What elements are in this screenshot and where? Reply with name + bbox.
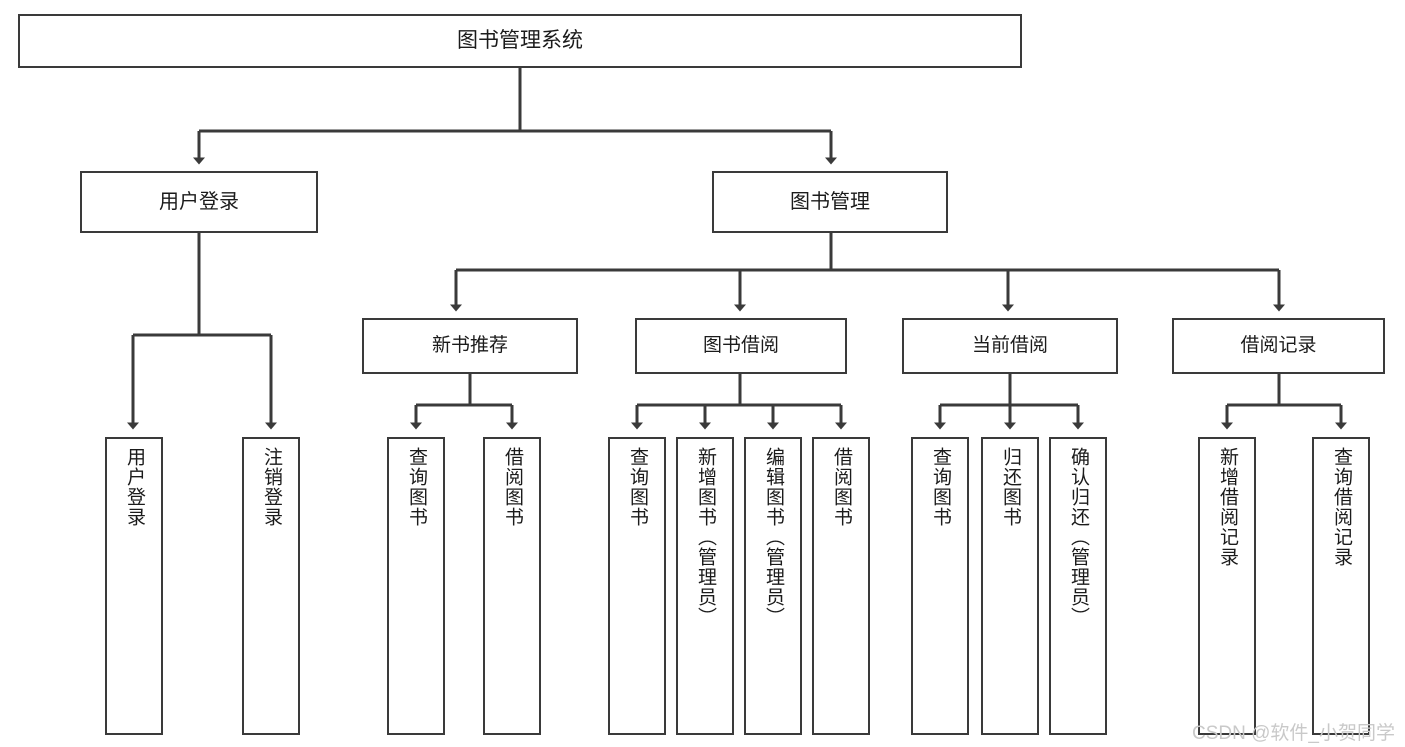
node-label: 借阅记录 [1240, 335, 1317, 357]
leaf-borrow-book-2[interactable]: 借阅图书 [812, 437, 870, 735]
node-label: 借阅图书 [501, 447, 523, 527]
node-label: 用户登录 [123, 447, 145, 527]
leaf-edit-book-admin[interactable]: 编辑图书（管理员） [744, 437, 802, 735]
leaf-add-borrow-record[interactable]: 新增借阅记录 [1198, 437, 1256, 735]
leaf-borrow-book-1[interactable]: 借阅图书 [483, 437, 541, 735]
node-label: 编辑图书（管理员） [762, 447, 784, 627]
node-book-management[interactable]: 图书管理 [712, 171, 948, 233]
node-root-system[interactable]: 图书管理系统 [18, 14, 1022, 68]
node-label: 归还图书 [999, 447, 1021, 527]
node-label: 用户登录 [159, 190, 239, 213]
node-label: 确认归还（管理员） [1067, 447, 1089, 627]
node-label: 新书推荐 [431, 335, 508, 357]
leaf-query-book-2[interactable]: 查询图书 [608, 437, 666, 735]
leaf-query-borrow-record[interactable]: 查询借阅记录 [1312, 437, 1370, 735]
node-label: 注销登录 [260, 447, 282, 527]
node-user-login[interactable]: 用户登录 [80, 171, 318, 233]
leaf-user-login[interactable]: 用户登录 [105, 437, 163, 735]
node-label: 查询图书 [929, 447, 951, 527]
node-current-borrow[interactable]: 当前借阅 [902, 318, 1118, 374]
node-label: 查询图书 [626, 447, 648, 527]
leaf-query-book-3[interactable]: 查询图书 [911, 437, 969, 735]
node-borrow-record[interactable]: 借阅记录 [1172, 318, 1385, 374]
node-label: 图书管理 [790, 190, 870, 213]
node-label: 借阅图书 [830, 447, 852, 527]
node-label: 新增借阅记录 [1216, 447, 1238, 567]
leaf-logout[interactable]: 注销登录 [242, 437, 300, 735]
node-label: 新增图书（管理员） [694, 447, 716, 627]
node-label: 查询图书 [405, 447, 427, 527]
node-label: 图书管理系统 [457, 29, 583, 53]
leaf-confirm-return-admin[interactable]: 确认归还（管理员） [1049, 437, 1107, 735]
node-book-borrow[interactable]: 图书借阅 [635, 318, 847, 374]
leaf-return-book[interactable]: 归还图书 [981, 437, 1039, 735]
node-label: 查询借阅记录 [1330, 447, 1352, 567]
leaf-add-book-admin[interactable]: 新增图书（管理员） [676, 437, 734, 735]
node-new-book-recommend[interactable]: 新书推荐 [362, 318, 578, 374]
node-label: 图书借阅 [702, 335, 779, 357]
leaf-query-book-1[interactable]: 查询图书 [387, 437, 445, 735]
node-label: 当前借阅 [971, 335, 1048, 357]
